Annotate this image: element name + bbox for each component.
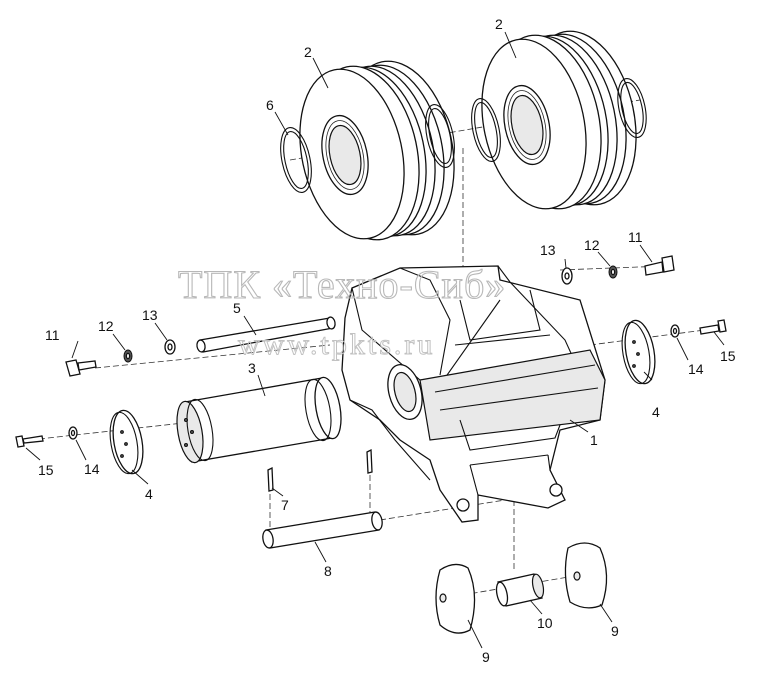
- label-part-8: 8: [324, 563, 332, 579]
- pads-and-bushing: [435, 542, 608, 634]
- label-part-12-right: 12: [584, 237, 600, 253]
- label-part-15-left: 15: [38, 462, 54, 478]
- label-part-4-right: 4: [652, 404, 660, 420]
- label-part-5: 5: [233, 300, 241, 316]
- cylinder-3: [176, 376, 342, 464]
- pulley-right: [481, 30, 637, 210]
- label-part-11-left: 11: [45, 327, 60, 343]
- label-part-6: 6: [266, 97, 274, 113]
- label-part-14-left: 14: [84, 461, 100, 477]
- watermark-url: www.tpkts.ru: [238, 328, 435, 361]
- label-part-13-right: 13: [540, 242, 556, 258]
- label-part-2-right: 2: [495, 16, 503, 32]
- pins-7: [267, 448, 373, 492]
- label-part-10: 10: [537, 615, 553, 631]
- label-part-15-right: 15: [720, 348, 736, 364]
- leader-lines: [25, 31, 725, 649]
- label-part-9-right: 9: [611, 623, 619, 639]
- label-part-12-left: 12: [98, 318, 114, 334]
- label-part-13-left: 13: [142, 307, 158, 323]
- label-part-4-left: 4: [145, 486, 153, 502]
- shaft-8: [262, 511, 383, 549]
- o-rings: [280, 77, 647, 193]
- label-part-7: 7: [281, 497, 289, 513]
- label-part-9-left: 9: [482, 649, 490, 665]
- watermark-company: ТПК «Техно-Сиб»: [178, 262, 506, 307]
- label-part-14-right: 14: [688, 361, 704, 377]
- axle-5: [196, 316, 336, 353]
- bracket-housing: [341, 265, 606, 523]
- label-part-3: 3: [248, 360, 256, 376]
- part-labels: 2 2 6 1 3 5 11 12 13 13 12 11 4 14 15 15…: [38, 16, 736, 665]
- pulley-left: [299, 60, 455, 241]
- label-part-1: 1: [590, 432, 598, 448]
- plates-4: [109, 319, 656, 475]
- label-part-11-right: 11: [628, 229, 643, 245]
- label-part-2-left: 2: [304, 44, 312, 60]
- fasteners: [15, 255, 727, 448]
